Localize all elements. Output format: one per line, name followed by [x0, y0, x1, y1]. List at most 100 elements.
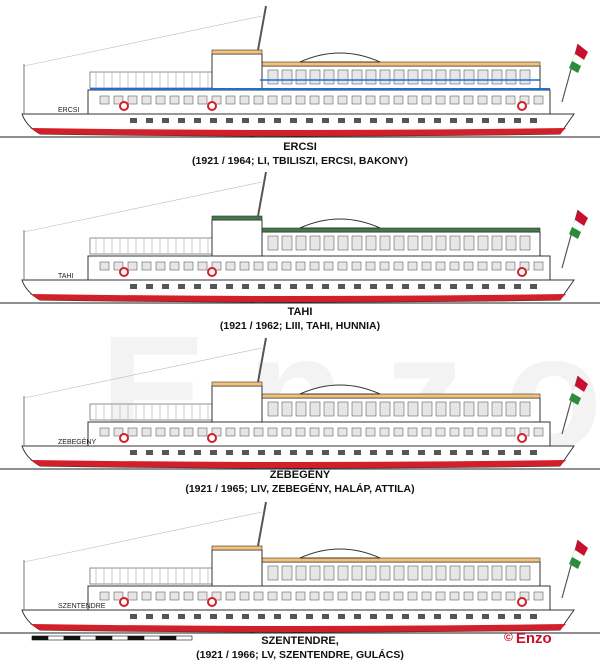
copyright-author: Enzo — [515, 630, 552, 647]
saloon-window — [351, 235, 363, 251]
porthole — [450, 614, 457, 619]
window — [421, 591, 432, 601]
porthole — [130, 118, 137, 123]
saloon-window — [337, 235, 349, 251]
window — [407, 261, 418, 271]
porthole — [274, 284, 281, 289]
porthole — [498, 450, 505, 455]
saloon-window — [295, 565, 307, 581]
scale-bar — [31, 635, 193, 641]
porthole — [402, 284, 409, 289]
saloon-window — [365, 235, 377, 251]
window — [393, 261, 404, 271]
porthole — [354, 118, 361, 123]
life-ring — [207, 101, 217, 111]
window — [295, 261, 306, 271]
saloon-window — [491, 401, 503, 417]
window — [239, 591, 250, 601]
window — [449, 95, 460, 105]
saloon-window — [365, 565, 377, 581]
porthole — [402, 614, 409, 619]
porthole — [530, 614, 537, 619]
life-ring — [517, 267, 527, 277]
saloon-window — [295, 69, 307, 85]
porthole — [482, 118, 489, 123]
saloon-window — [463, 69, 475, 85]
saloon-window — [421, 401, 433, 417]
window — [491, 591, 502, 601]
saloon-window — [477, 565, 489, 581]
saloon-window — [393, 565, 405, 581]
saloon-window — [323, 401, 335, 417]
saloon-window — [407, 565, 419, 581]
window — [365, 95, 376, 105]
saloon-window — [407, 401, 419, 417]
roof-vent — [299, 548, 381, 559]
porthole — [434, 118, 441, 123]
window — [267, 591, 278, 601]
window — [435, 591, 446, 601]
wheelhouse — [211, 219, 263, 257]
window — [379, 591, 390, 601]
porthole — [146, 118, 153, 123]
window — [463, 95, 474, 105]
window — [463, 427, 474, 437]
porthole — [418, 118, 425, 123]
window — [379, 261, 390, 271]
porthole — [370, 450, 377, 455]
porthole — [402, 118, 409, 123]
life-ring — [207, 433, 217, 443]
saloon-window — [393, 401, 405, 417]
porthole — [530, 284, 537, 289]
window — [197, 95, 208, 105]
hull-name-label: ERCSI — [58, 107, 79, 114]
window — [183, 591, 194, 601]
window — [337, 427, 348, 437]
saloon-window — [337, 401, 349, 417]
window — [421, 261, 432, 271]
roof-vent — [299, 218, 381, 229]
porthole — [258, 118, 265, 123]
window — [407, 427, 418, 437]
porthole — [306, 614, 313, 619]
saloon-window — [337, 69, 349, 85]
window — [463, 591, 474, 601]
wheelhouse-roof — [211, 49, 263, 55]
porthole — [514, 118, 521, 123]
porthole — [290, 284, 297, 289]
saloon-window — [519, 565, 531, 581]
wheelhouse-roof — [211, 545, 263, 551]
porthole — [130, 614, 137, 619]
life-ring — [207, 597, 217, 607]
saloon-window — [477, 69, 489, 85]
saloon-window — [309, 69, 321, 85]
ship-caption-0: ERCSI (1921 / 1964; LI, TBILISZI, ERCSI,… — [0, 140, 600, 168]
window — [127, 261, 138, 271]
porthole — [258, 284, 265, 289]
porthole — [226, 284, 233, 289]
wheelhouse — [211, 385, 263, 423]
porthole — [370, 284, 377, 289]
saloon-window — [421, 69, 433, 85]
window — [337, 591, 348, 601]
saloon-window — [407, 235, 419, 251]
porthole — [210, 284, 217, 289]
porthole — [338, 284, 345, 289]
window — [477, 95, 488, 105]
window — [295, 95, 306, 105]
porthole — [194, 450, 201, 455]
saloon-window — [295, 401, 307, 417]
window — [309, 591, 320, 601]
window — [127, 95, 138, 105]
saloon-window — [267, 565, 279, 581]
copyright-mark: ©Enzo — [504, 630, 552, 647]
porthole — [146, 284, 153, 289]
window — [533, 591, 544, 601]
window — [141, 591, 152, 601]
window — [533, 427, 544, 437]
window — [281, 591, 292, 601]
saloon-window — [491, 69, 503, 85]
saloon-window — [435, 69, 447, 85]
window — [477, 591, 488, 601]
